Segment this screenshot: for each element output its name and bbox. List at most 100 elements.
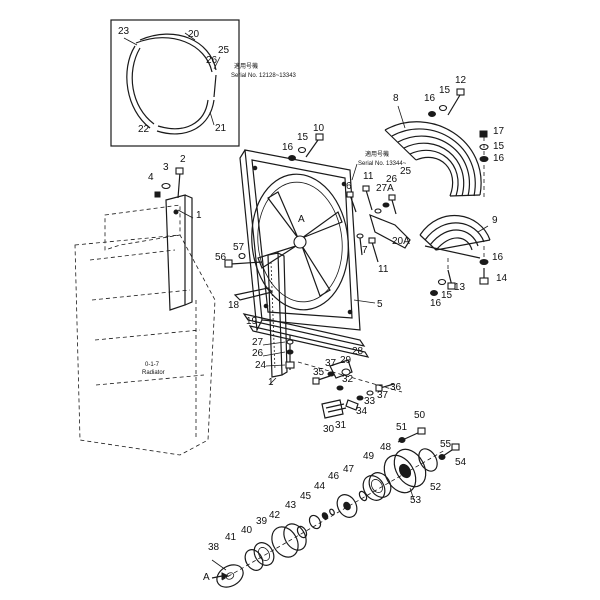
- bolt-11b: [371, 241, 379, 263]
- callout-c30: 30: [323, 424, 335, 435]
- leader-8: [397, 105, 406, 129]
- callout-c27a: 27A: [376, 183, 394, 194]
- washer-32: [336, 385, 344, 391]
- bar-edge: [277, 252, 288, 376]
- callout-c5: 5: [377, 299, 383, 310]
- serial-note-2: Serial No. 13344~: [358, 161, 407, 167]
- callout-c1a: 1: [196, 210, 202, 221]
- bracket-edge: [184, 194, 193, 306]
- callout-c32: 32: [342, 374, 354, 385]
- fan-guard-9: [419, 214, 491, 259]
- shim-30: [321, 399, 344, 419]
- bearing-49: [362, 475, 386, 501]
- shim-31: [325, 403, 347, 413]
- part-29: [341, 368, 351, 376]
- bolt-6-head: [346, 191, 354, 198]
- callout-c35: 35: [313, 367, 325, 378]
- bolt-14-head: [479, 277, 489, 285]
- leader-5: [353, 299, 376, 304]
- bracket-set-28: [297, 359, 403, 419]
- callout-c50: 50: [414, 410, 426, 421]
- callout-c11a: 11: [363, 171, 374, 182]
- pulley-assembly: [211, 427, 460, 588]
- bracket-hole: [173, 209, 179, 215]
- guard-9-r2: [429, 229, 479, 247]
- flange-38: [216, 564, 244, 588]
- washer-16: [288, 155, 296, 161]
- part-47: [358, 490, 368, 502]
- fan-blade-3: [301, 245, 331, 297]
- bolt-50-head: [417, 427, 426, 435]
- radiator-fin-2: [91, 289, 191, 301]
- callout-c44: 44: [314, 481, 326, 492]
- callout-c11b: 11: [378, 264, 389, 275]
- guard-8-spoke: [384, 129, 417, 161]
- inset-frame: [110, 19, 240, 147]
- callout-c16a: 16: [424, 93, 436, 104]
- callout-c34: 34: [356, 406, 368, 417]
- washer-16e: [430, 290, 438, 296]
- bracket-20a: [369, 213, 411, 249]
- inset-serial-note: Serial No. 12128~13343: [231, 73, 297, 79]
- serial-note-2-jp: 適用号機: [365, 150, 389, 158]
- washer-37b: [366, 390, 374, 396]
- washer-7: [356, 233, 364, 239]
- guard-8-r5: [415, 156, 454, 197]
- leader-24: [265, 364, 286, 367]
- washer-27: [286, 339, 294, 345]
- callout-c7: 7: [362, 245, 368, 256]
- bolt-6: [349, 194, 357, 213]
- guard-8-base: [449, 194, 481, 197]
- bolt-11a: [365, 189, 373, 211]
- bolt-10: [305, 139, 319, 158]
- radiator-body: 0-1-7 Radiator: [74, 204, 216, 456]
- callout-c18: 18: [228, 300, 240, 311]
- shroud-opening-lip: [257, 181, 343, 303]
- guard-8-outer: [384, 121, 482, 196]
- washer-26: [286, 349, 294, 355]
- callout-c38: 38: [208, 542, 220, 553]
- radiator-name: Radiator: [142, 370, 165, 376]
- ring-segment-20-inner: [135, 37, 213, 73]
- callout-c26c: 26: [252, 348, 264, 359]
- shroud-hole: [341, 181, 347, 187]
- callout-c54: 54: [455, 457, 467, 468]
- callout-c47: 47: [343, 464, 355, 475]
- leader-serial: [351, 163, 358, 181]
- leader-26: [262, 351, 286, 357]
- leader-20: [184, 32, 196, 41]
- bearing-40-inner: [258, 547, 270, 561]
- callout-c6: 6: [346, 181, 352, 192]
- pulley-48-hub: [398, 463, 412, 479]
- leader-38: [211, 559, 227, 571]
- bolt-2-head: [175, 167, 184, 175]
- bolt-56-head: [224, 259, 233, 268]
- bolt-set-56: [224, 252, 263, 268]
- bolt-set-14: [479, 246, 489, 285]
- callout-c43: 43: [285, 500, 297, 511]
- inset-serial-jp: 適用号機: [234, 62, 258, 70]
- callout-c55: 55: [440, 439, 452, 450]
- bolt-7: [359, 237, 363, 256]
- callout-c15c: 15: [493, 141, 505, 152]
- bolt-set-10: [288, 133, 324, 161]
- nut-17: [479, 130, 488, 138]
- strip-19: [242, 313, 366, 347]
- callout-c15b: 15: [297, 132, 309, 143]
- bolt-set-6-7-11: 適用号機 Serial No. 13344~: [346, 150, 411, 263]
- bearing-49b: [368, 472, 392, 498]
- guard-9-frame: [419, 234, 491, 251]
- callout-c26b: 26: [386, 174, 398, 185]
- callout-c15d: 15: [441, 290, 453, 301]
- shroud-hole: [252, 165, 258, 171]
- washer-3: [161, 182, 171, 190]
- callout-c15a: 15: [439, 85, 451, 96]
- strips-18-19: [233, 287, 370, 358]
- callout-c22: 22: [138, 124, 150, 135]
- pulley-48: [383, 454, 417, 494]
- ring-segment-22-inner: [131, 47, 155, 125]
- bolt-25b-head: [388, 194, 396, 201]
- callout-c49: 49: [363, 451, 375, 462]
